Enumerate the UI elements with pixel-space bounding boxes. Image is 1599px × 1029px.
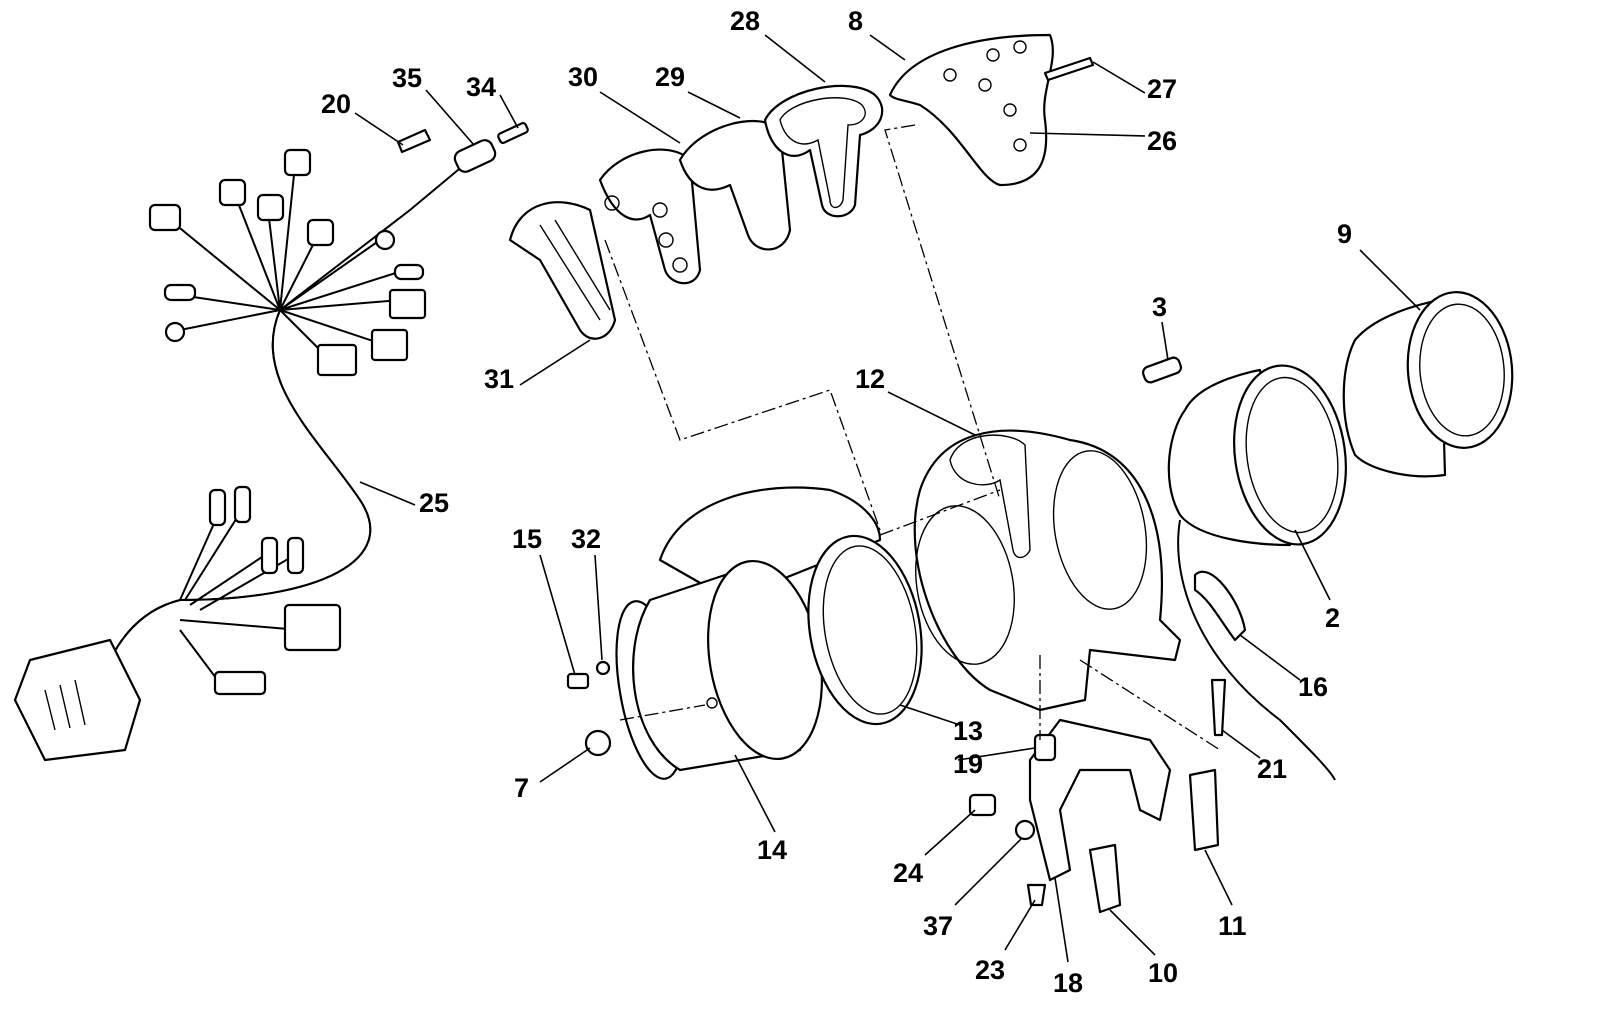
callout-13: 13 bbox=[953, 716, 983, 746]
plate-10 bbox=[1088, 843, 1122, 914]
washer-32 bbox=[595, 660, 611, 676]
callout-9: 9 bbox=[1337, 219, 1352, 249]
upper-covers bbox=[508, 33, 1095, 340]
bracket-18 bbox=[1028, 718, 1172, 882]
callout-24: 24 bbox=[893, 858, 923, 888]
callout-15: 15 bbox=[512, 524, 542, 554]
gauge-9 bbox=[1406, 291, 1514, 449]
grommet-7 bbox=[584, 729, 612, 757]
callout-25: 25 bbox=[419, 488, 449, 518]
connector-cap bbox=[148, 203, 182, 232]
screw-24 bbox=[968, 793, 997, 817]
callout-31: 31 bbox=[484, 364, 514, 394]
callout-29: 29 bbox=[655, 62, 685, 92]
grommet-19 bbox=[1033, 733, 1057, 762]
plate-11 bbox=[1188, 768, 1220, 852]
callout-8: 8 bbox=[848, 6, 863, 36]
callout-14: 14 bbox=[757, 835, 787, 865]
callout-32: 32 bbox=[571, 524, 601, 554]
callout-7: 7 bbox=[514, 773, 529, 803]
callout-labels: 28 8 30 29 27 35 34 20 26 9 3 31 12 25 1… bbox=[321, 6, 1352, 998]
callout-34: 34 bbox=[466, 72, 496, 102]
callout-37: 37 bbox=[923, 911, 953, 941]
callout-27: 27 bbox=[1147, 74, 1177, 104]
cover-30 bbox=[598, 148, 702, 285]
callout-3: 3 bbox=[1152, 292, 1167, 322]
cover-8 bbox=[888, 33, 1054, 187]
callout-2: 2 bbox=[1325, 603, 1340, 633]
screw-27 bbox=[1043, 56, 1095, 82]
callout-10: 10 bbox=[1148, 958, 1178, 988]
callout-11: 11 bbox=[1218, 911, 1247, 941]
nut-23 bbox=[1026, 883, 1047, 907]
callout-16: 16 bbox=[1298, 672, 1328, 702]
callout-12: 12 bbox=[855, 364, 885, 394]
callout-30: 30 bbox=[568, 62, 598, 92]
cover-29 bbox=[678, 120, 792, 251]
panel-12 bbox=[913, 429, 1182, 712]
ring-13 bbox=[807, 534, 923, 726]
cover-31 bbox=[508, 201, 617, 340]
washer-37 bbox=[1014, 819, 1036, 841]
instrument-housing bbox=[615, 429, 1182, 780]
wiring-harness bbox=[13, 122, 529, 762]
main-connector bbox=[13, 638, 142, 762]
callout-21: 21 bbox=[1257, 754, 1287, 784]
callout-26: 26 bbox=[1147, 126, 1177, 156]
callout-18: 18 bbox=[1053, 968, 1083, 998]
screw-21 bbox=[1210, 678, 1227, 737]
callout-19: 19 bbox=[953, 749, 983, 779]
bulb-3 bbox=[1141, 356, 1183, 384]
callout-35: 35 bbox=[392, 63, 422, 93]
screw-15 bbox=[566, 672, 590, 690]
assembly-lines bbox=[604, 124, 1221, 751]
leader-lines bbox=[354, 34, 1421, 963]
gasket-28 bbox=[763, 84, 884, 218]
brackets bbox=[566, 660, 1227, 914]
callout-23: 23 bbox=[975, 955, 1005, 985]
gauges bbox=[1141, 291, 1514, 781]
grommet-16 bbox=[1193, 570, 1247, 642]
callout-28: 28 bbox=[730, 6, 760, 36]
callout-20: 20 bbox=[321, 89, 351, 119]
